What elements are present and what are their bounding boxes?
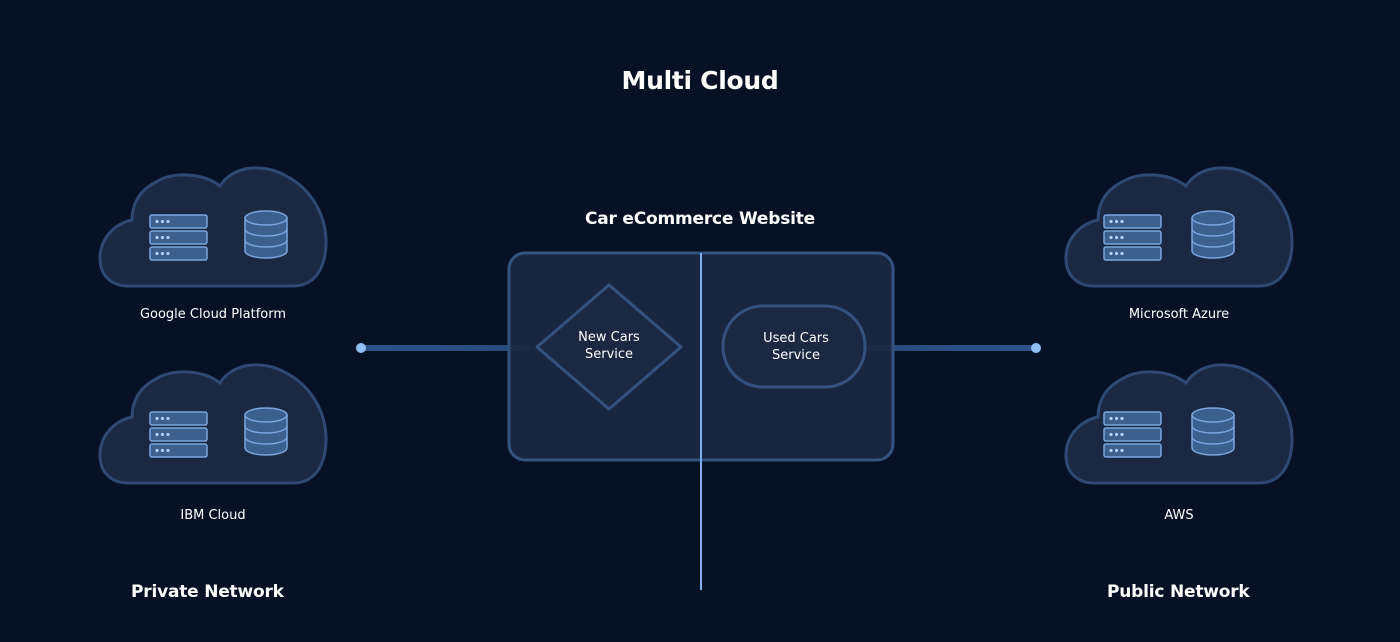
database-icon [244,407,288,456]
cloud-icon [98,166,328,288]
new-cars-service-line-2: Service [584,347,634,362]
cloud-icon [1064,363,1294,485]
cloud-label-aws: AWS [1164,508,1194,523]
cloud-aws [1064,363,1294,485]
website-label: Car eCommerce Website [584,209,816,229]
private-network-label: Private Network [131,582,284,602]
database-icon [244,210,288,259]
used-cars-service-line-1: Used Cars [763,331,829,346]
used-cars-service-pill [721,304,867,389]
cloud-label-google-cloud-platform: Google Cloud Platform [139,307,287,322]
used-cars-service-line-2: Service [771,348,821,363]
public-network-connector [855,343,1041,353]
cloud-microsoft-azure [1064,166,1294,288]
cloud-label-microsoft-azure: Microsoft Azure [1128,307,1230,322]
server-rack-icon [149,411,208,458]
cloud-icon [1064,166,1294,288]
database-icon [1191,210,1235,259]
database-icon [1191,407,1235,456]
cloud-label-ibm-cloud: IBM Cloud [180,508,246,523]
server-rack-icon [1103,214,1162,261]
new-cars-service-line-1: New Cars [578,330,640,345]
server-rack-icon [1103,411,1162,458]
used-cars-service-label: Used Cars Service [744,330,848,364]
cloud-google-cloud-platform [98,166,328,288]
diagram-title: Multi Cloud [621,66,779,95]
private-network-connector [356,343,541,353]
cloud-ibm-cloud [98,363,328,485]
new-cars-service-diamond [535,283,683,411]
new-cars-service-label: New Cars Service [559,329,659,363]
server-rack-icon [149,214,208,261]
public-network-label: Public Network [1107,582,1250,602]
cloud-icon [98,363,328,485]
